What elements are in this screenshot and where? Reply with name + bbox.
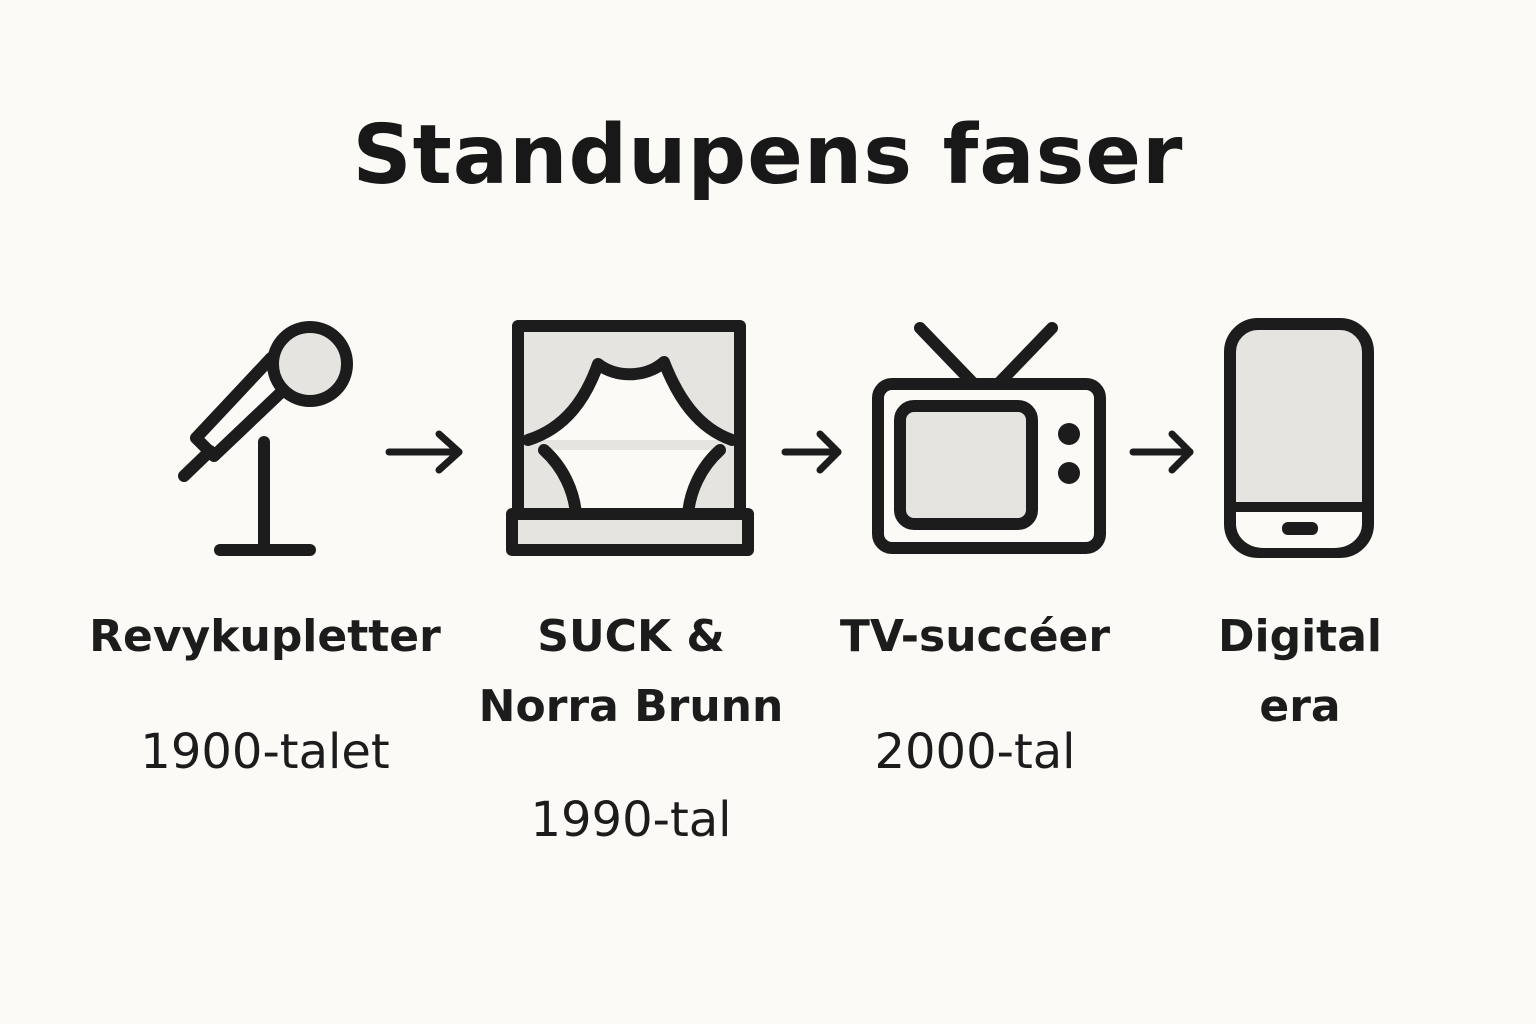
television-icon bbox=[866, 318, 1116, 558]
phase-label-line: Revykupletter bbox=[89, 611, 441, 662]
smartphone-icon bbox=[1222, 316, 1378, 560]
phase-label-revykupletter: Revykupletter bbox=[60, 602, 470, 672]
phase-period: 1990-tal bbox=[530, 792, 732, 848]
phase-label-suck-norra-brunn: SUCK & Norra Brunn bbox=[446, 602, 816, 742]
phase-label-line: SUCK & bbox=[537, 611, 725, 662]
microphone-icon bbox=[176, 314, 366, 564]
phase-label-digital-era: Digital era bbox=[1160, 602, 1440, 742]
phase-label-line: Norra Brunn bbox=[478, 681, 784, 732]
phase-label-line: Digital bbox=[1218, 611, 1382, 662]
phase-period: 1900-talet bbox=[140, 724, 390, 780]
phase-period: 2000-tal bbox=[874, 724, 1076, 780]
phase-label-line: TV-succéer bbox=[839, 611, 1111, 662]
arrow-right-icon bbox=[781, 430, 844, 474]
arrow-right-icon bbox=[385, 430, 466, 474]
phase-label-tv-succeer: TV-succéer bbox=[800, 602, 1150, 672]
phase-label-line: era bbox=[1259, 681, 1341, 732]
diagram-title: Standupens faser bbox=[352, 108, 1184, 203]
arrow-right-icon bbox=[1129, 430, 1196, 474]
stage-curtain-icon bbox=[506, 318, 756, 560]
